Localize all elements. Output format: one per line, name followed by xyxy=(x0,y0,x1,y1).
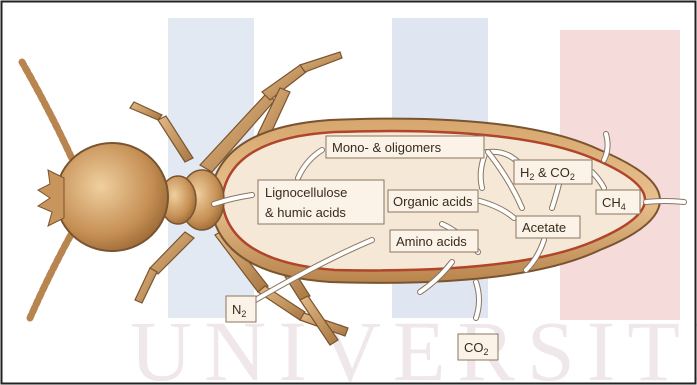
svg-text:Amino acids: Amino acids xyxy=(396,234,467,249)
svg-text:& humic acids: & humic acids xyxy=(265,205,346,220)
label-acetate: Acetate xyxy=(516,216,580,238)
label-n2: N2 xyxy=(226,296,256,322)
label-organic-acids: Organic acids xyxy=(388,190,478,212)
svg-text:Mono- & oligomers: Mono- & oligomers xyxy=(332,140,442,155)
thorax xyxy=(160,170,224,230)
svg-text:Organic acids: Organic acids xyxy=(393,194,473,209)
antenna-upper xyxy=(22,62,78,172)
label-co2-out: CO2 xyxy=(458,334,498,360)
svg-text:Lignocellulose: Lignocellulose xyxy=(265,185,347,200)
label-mono-oligomers: Mono- & oligomers xyxy=(326,136,484,158)
label-amino-acids: Amino acids xyxy=(390,230,478,252)
label-lignocellulose: Lignocellulose & humic acids xyxy=(258,180,384,224)
label-h2-co2: H2 & CO2 xyxy=(514,160,592,184)
svg-text:H2 & CO2: H2 & CO2 xyxy=(520,165,575,182)
antenna-lower xyxy=(30,222,78,318)
svg-text:Acetate: Acetate xyxy=(522,220,566,235)
arrow-ch4-out xyxy=(646,201,684,202)
watermark-text: UNIVERSITI xyxy=(130,303,697,385)
head xyxy=(38,143,168,251)
label-ch4: CH4 xyxy=(596,190,640,214)
